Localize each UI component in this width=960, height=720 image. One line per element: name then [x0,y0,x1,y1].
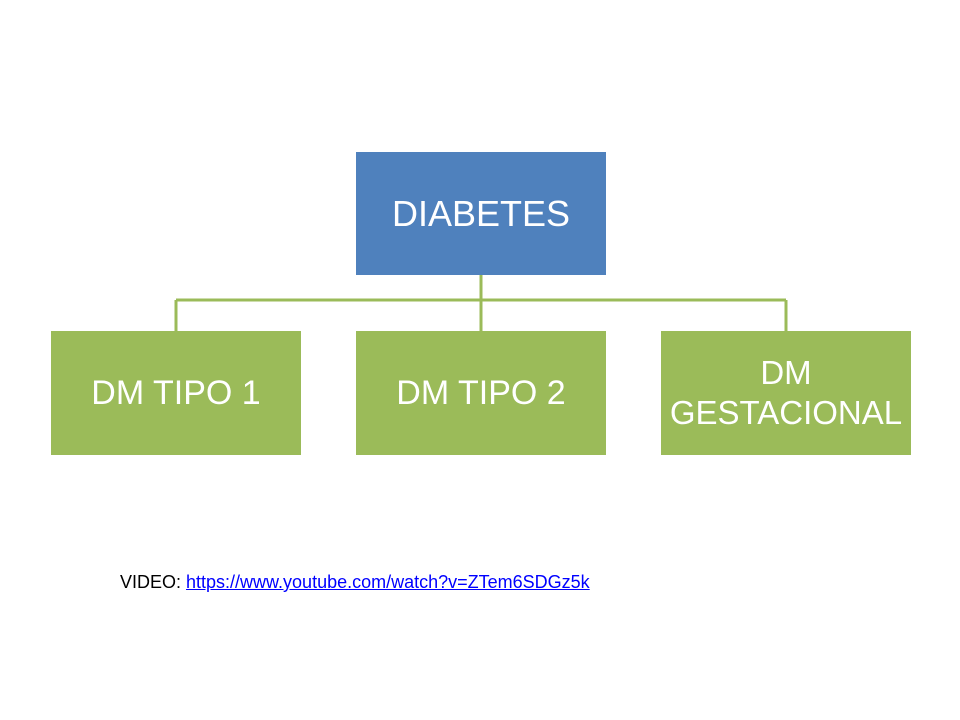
root-node-label: DIABETES [391,192,571,234]
video-link[interactable]: https://www.youtube.com/watch?v=ZTem6SDG… [186,572,590,592]
video-reference: VIDEO: https://www.youtube.com/watch?v=Z… [120,572,590,593]
child-node-dm-tipo-1: DM TIPO 1 [51,331,301,455]
child-node-dm-tipo-2: DM TIPO 2 [356,331,606,455]
child-node-label: DM GESTACIONAL [669,353,903,431]
child-node-dm-gestacional: DM GESTACIONAL [661,331,911,455]
child-node-label: DM TIPO 2 [396,373,566,412]
root-node-diabetes: DIABETES [356,152,606,275]
video-prefix: VIDEO: [120,572,187,592]
child-node-label: DM TIPO 1 [91,373,261,412]
